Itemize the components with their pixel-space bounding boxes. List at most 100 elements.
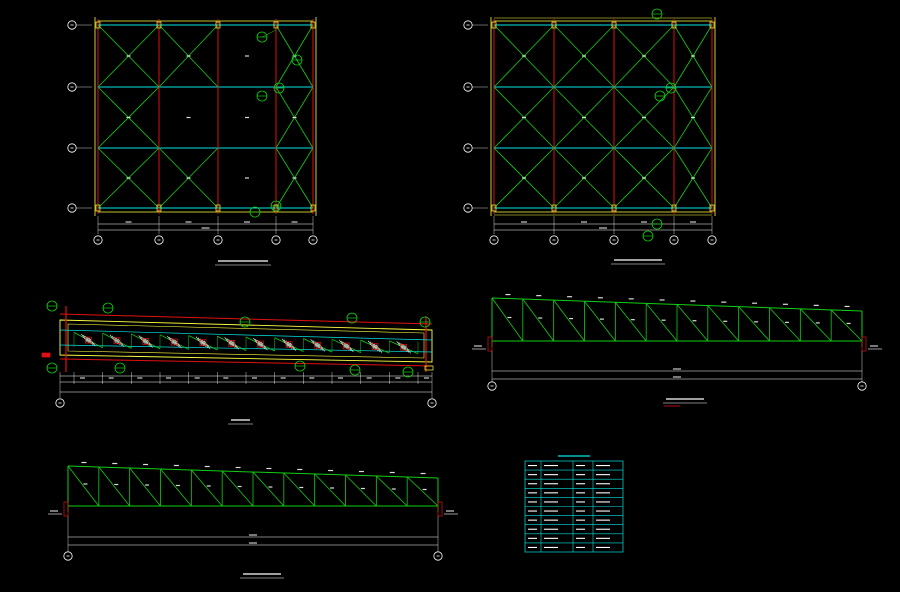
column-cap	[215, 204, 221, 212]
frame-gusset	[170, 338, 178, 346]
truss-diagonal	[406, 476, 439, 507]
frame-hatch-mark	[195, 336, 203, 345]
truss-end-plate	[63, 501, 69, 517]
frame-hatch-mark	[146, 339, 153, 348]
column-cap	[95, 204, 101, 212]
grid-axis-bubble	[707, 235, 717, 245]
column-cap	[156, 204, 162, 212]
frame-hatch-mark	[283, 339, 291, 348]
frame-hatch-mark	[339, 339, 346, 349]
elevation-marker	[41, 352, 51, 358]
grid-axis-bubble	[489, 235, 499, 245]
frame-hatch-mark	[347, 343, 354, 353]
grid-axis-bubble	[433, 551, 443, 561]
column-cap	[273, 21, 279, 29]
truss-diagonal	[522, 298, 554, 342]
grid-axis-bubble	[669, 235, 679, 245]
truss-diagonal	[676, 304, 709, 342]
frame-hatch-mark	[117, 338, 125, 347]
frame-hatch-mark	[375, 344, 383, 353]
truss-end-plate	[861, 336, 867, 352]
grid-axis-bubble	[271, 235, 281, 245]
frame-hatch-mark	[398, 342, 405, 351]
frame-hatch-mark	[224, 337, 231, 346]
frame-hatch-mark	[318, 343, 325, 352]
column-cap	[671, 204, 677, 212]
frame-gusset	[342, 342, 350, 350]
grid-axis-bubble	[609, 235, 619, 245]
bracing-plan-left	[67, 17, 318, 266]
frame-beam-line	[59, 329, 433, 341]
frame-hatch-mark	[341, 340, 348, 350]
truss-diagonal	[830, 309, 863, 342]
truss-diagonal	[283, 472, 315, 507]
frame-hatch-mark	[201, 339, 209, 348]
frame-gusset	[285, 341, 293, 349]
frame-hatch-mark	[138, 335, 145, 344]
frame-hatch-mark	[261, 341, 268, 351]
column-cap	[611, 21, 617, 29]
column-cap	[156, 21, 162, 29]
truss-diagonal	[800, 308, 832, 342]
grid-axis-bubble	[487, 381, 497, 391]
frame-hatch-mark	[232, 341, 239, 350]
truss-end-plate	[437, 501, 443, 517]
grid-axis-bubble	[55, 398, 65, 408]
truss-end-plate	[487, 336, 493, 352]
truss-diagonal	[645, 303, 678, 342]
frame-outline	[59, 319, 433, 363]
frame-gusset	[199, 339, 207, 347]
column-cap	[551, 204, 557, 212]
frame-hatch-mark	[369, 341, 377, 350]
frame-gusset	[256, 340, 264, 348]
frame-gusset	[228, 340, 236, 347]
truss-diagonal	[98, 466, 130, 507]
frame-hatch-mark	[230, 340, 237, 349]
truss-diagonal	[738, 306, 770, 342]
frame-gusset	[113, 337, 121, 345]
truss-diagonal	[769, 307, 801, 342]
column-cap	[95, 21, 101, 29]
frame-hatch-mark	[396, 341, 403, 350]
truss-diagonal	[191, 469, 223, 507]
frame-hatch-mark	[83, 334, 90, 344]
bracing-plan-right	[463, 8, 717, 265]
grid-axis-bubble	[63, 551, 73, 561]
frame-bottom-chord	[59, 358, 433, 367]
truss-diagonal	[707, 305, 739, 342]
frame-hatch-mark	[310, 339, 317, 348]
truss-diagonal	[615, 302, 647, 342]
frame-inner-outline	[67, 323, 425, 359]
frame-gusset	[314, 341, 322, 349]
frame-hatch-mark	[367, 340, 375, 349]
column-cap	[709, 204, 715, 212]
frame-hatch-mark	[169, 336, 176, 346]
frame-hatch-mark	[203, 340, 211, 349]
frame-hatch-mark	[115, 337, 123, 346]
frame-hatch-mark	[144, 338, 151, 347]
frame-hatch-mark	[167, 335, 174, 345]
callout-leader	[261, 29, 277, 38]
frame-hatch-mark	[289, 342, 297, 351]
frame-hatch-mark	[81, 333, 88, 343]
grid-axis-bubble	[213, 235, 223, 245]
truss-diagonal	[129, 467, 161, 507]
truss-diagonal	[345, 474, 377, 507]
truss-diagonal	[491, 297, 524, 342]
frame-hatch-mark	[175, 339, 182, 349]
frame-hatch-mark	[312, 340, 319, 349]
grid-axis-bubble	[427, 398, 437, 408]
frame-hatch-mark	[87, 336, 94, 346]
truss-elevation-bottom	[48, 461, 458, 579]
truss-diagonal	[376, 475, 408, 507]
column-cap	[310, 204, 316, 212]
frame-hatch-mark	[226, 338, 233, 347]
frame-hatch-mark	[281, 338, 289, 347]
frame-gusset	[400, 343, 408, 351]
grid-axis-bubble	[154, 235, 164, 245]
column-cap	[671, 21, 677, 29]
frame-hatch-mark	[253, 337, 260, 347]
frame-hatch-mark	[173, 338, 180, 348]
elevation-marker	[424, 365, 434, 371]
